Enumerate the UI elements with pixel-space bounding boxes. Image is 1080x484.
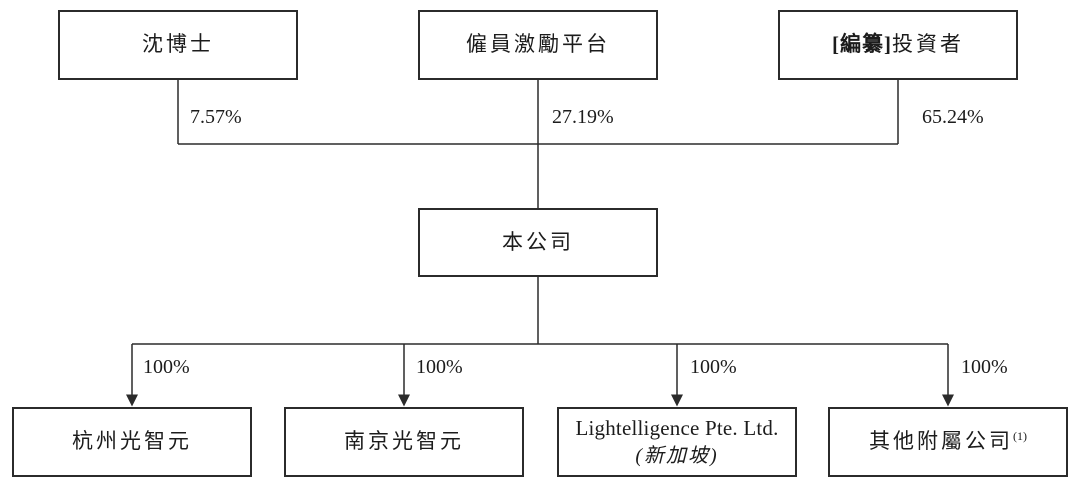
- lightelligence-name: Lightelligence Pte. Ltd.: [575, 416, 779, 441]
- ownership-label-employee-incentive-platform: 27.19%: [552, 106, 614, 128]
- lightelligence-location: (新加坡): [635, 444, 719, 467]
- box-lightelligence-singapore: Lightelligence Pte. Ltd. (新加坡): [557, 407, 797, 477]
- other-subsidiaries-label: 其他附屬公司: [869, 429, 1013, 454]
- ownership-label-other-subsidiaries: 100%: [961, 356, 1008, 378]
- employee-incentive-platform-label: 僱員激勵平台: [466, 32, 610, 57]
- investors-text: 投資者: [892, 32, 964, 57]
- ownership-label-lightelligence: 100%: [690, 356, 737, 378]
- ownership-label-nanjing: 100%: [416, 356, 463, 378]
- nanjing-guangzhiyuan-label: 南京光智元: [344, 429, 464, 454]
- redacted-investors-label: [編纂]投資者: [832, 31, 964, 58]
- dr-shen-label: 沈博士: [142, 32, 214, 57]
- box-dr-shen: 沈博士: [58, 10, 298, 80]
- ownership-label-dr-shen: 7.57%: [190, 106, 242, 128]
- box-other-subsidiaries: 其他附屬公司(1): [828, 407, 1068, 477]
- other-subsidiaries-label-wrap: 其他附屬公司(1): [869, 428, 1027, 455]
- ownership-label-hangzhou: 100%: [143, 356, 190, 378]
- footnote-marker: (1): [1013, 429, 1027, 444]
- ownership-label-redacted-investors: 65.24%: [922, 106, 984, 128]
- redacted-tag: [編纂]: [832, 32, 892, 57]
- box-redacted-investors: [編纂]投資者: [778, 10, 1018, 80]
- box-hangzhou-guangzhiyuan: 杭州光智元: [12, 407, 252, 477]
- company-label: 本公司: [502, 229, 574, 254]
- hangzhou-guangzhiyuan-label: 杭州光智元: [72, 429, 192, 454]
- box-company: 本公司: [418, 208, 658, 277]
- box-nanjing-guangzhiyuan: 南京光智元: [284, 407, 524, 477]
- box-employee-incentive-platform: 僱員激勵平台: [418, 10, 658, 80]
